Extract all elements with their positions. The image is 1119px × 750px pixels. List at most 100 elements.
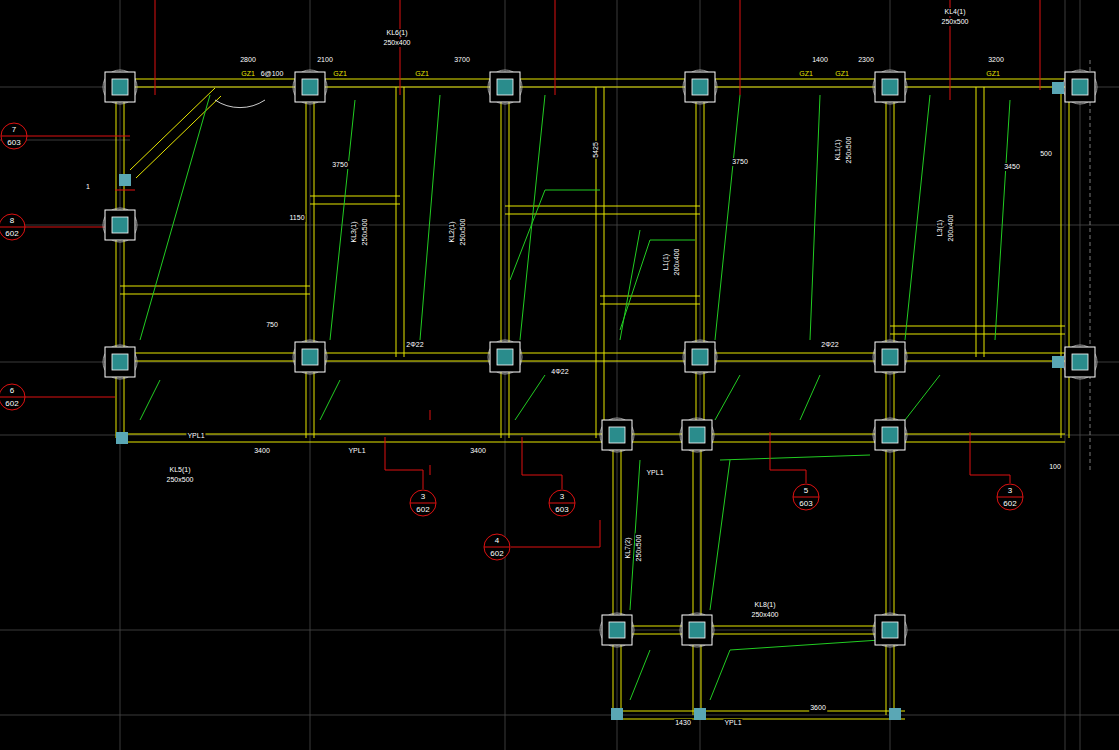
column-outline xyxy=(1065,347,1095,377)
leader-line xyxy=(710,460,730,610)
section-callout: 3602 xyxy=(996,483,1024,511)
cut-leader xyxy=(770,432,771,470)
cut-leader xyxy=(740,0,741,95)
column-ring xyxy=(103,70,137,104)
cut-leader xyxy=(115,190,135,191)
beam-edge xyxy=(509,87,510,438)
sheet-number: 603 xyxy=(0,138,28,147)
column-core xyxy=(882,622,898,638)
column-core xyxy=(497,349,513,365)
leader-line xyxy=(720,455,870,460)
cut-leader xyxy=(522,437,523,475)
cut-leader xyxy=(22,397,115,398)
leader-line xyxy=(545,190,600,191)
cut-leader xyxy=(970,432,971,475)
cut-leader xyxy=(1010,475,1011,483)
column-core xyxy=(302,79,318,95)
beam-edge xyxy=(894,435,895,715)
cut-leader xyxy=(385,470,423,471)
beam-edge xyxy=(306,87,307,438)
column-core xyxy=(302,349,318,365)
cut-leader xyxy=(522,475,562,476)
plan-label: 2Φ22 xyxy=(820,341,839,349)
sheet-number: 602 xyxy=(0,399,26,408)
plan-label: GZ1 xyxy=(332,70,348,78)
section-callout: 3603 xyxy=(548,489,576,517)
axis-line xyxy=(0,87,1119,88)
leader-line xyxy=(420,95,440,340)
plan-label: 3750 xyxy=(731,158,749,166)
axis-line xyxy=(0,715,1119,716)
column-core xyxy=(692,79,708,95)
cut-leader xyxy=(24,136,130,137)
column-ring xyxy=(600,418,634,452)
leader-line xyxy=(520,95,545,340)
cut-leader xyxy=(770,470,806,471)
beam-edge xyxy=(120,87,1080,88)
leader-line xyxy=(515,375,545,420)
plan-label: YPL1 xyxy=(723,719,742,727)
column-outline xyxy=(490,72,520,102)
plan-label: 3450 xyxy=(1003,163,1021,171)
stair-beam xyxy=(136,96,221,178)
leader-line xyxy=(715,95,740,340)
column-outline xyxy=(875,72,905,102)
column-outline xyxy=(295,72,325,102)
callout-number: 4 xyxy=(483,536,511,545)
plan-label: 250x400 xyxy=(751,611,780,619)
callout-number: 6 xyxy=(0,386,26,395)
leader-line xyxy=(995,100,1010,340)
callout-number: 3 xyxy=(548,492,576,501)
beam-edge xyxy=(613,435,614,715)
column-outline xyxy=(105,347,135,377)
plan-label: KL4(1) xyxy=(943,8,966,16)
plan-label: KL3(1) xyxy=(350,220,358,243)
column-core xyxy=(882,427,898,443)
column-core xyxy=(609,427,625,443)
column-outline xyxy=(105,72,135,102)
leader-line xyxy=(140,380,160,420)
column-ring xyxy=(488,70,522,104)
plan-label: 2100 xyxy=(316,56,334,64)
plan-label: 3600 xyxy=(809,704,827,712)
plan-label: KL2(1) xyxy=(448,220,456,243)
plan-label: 1400 xyxy=(811,56,829,64)
axis-line xyxy=(505,0,506,750)
callout-number: 5 xyxy=(792,486,820,495)
column-outline xyxy=(295,342,325,372)
sheet-number: 602 xyxy=(483,549,511,558)
leader-line xyxy=(650,240,695,241)
plan-label: GZ1 xyxy=(834,70,850,78)
cut-leader xyxy=(562,475,563,489)
leader-line xyxy=(620,230,640,340)
column-core xyxy=(689,622,705,638)
sheet-number: 603 xyxy=(792,499,820,508)
leader-line xyxy=(710,650,730,700)
column-ring xyxy=(680,418,714,452)
cut-leader xyxy=(430,410,431,420)
cut-leader xyxy=(430,465,431,475)
plan-label: 3400 xyxy=(253,447,271,455)
plan-label: 250x500 xyxy=(845,136,853,165)
plan-label: KL5(1) xyxy=(168,466,191,474)
column-outline xyxy=(490,342,520,372)
beam-edge xyxy=(693,435,694,715)
column-outline xyxy=(875,420,905,450)
column-ring xyxy=(600,613,634,647)
beam-edge xyxy=(886,87,887,438)
sheet-number: 602 xyxy=(0,229,26,238)
plan-label: GZ1 xyxy=(985,70,1001,78)
gz-column xyxy=(1052,82,1064,94)
leader-line xyxy=(630,650,650,700)
beam-edge xyxy=(124,87,125,438)
column-outline xyxy=(1065,72,1095,102)
plan-label: L3(1) xyxy=(936,219,944,237)
column-ring xyxy=(293,70,327,104)
column-outline xyxy=(685,342,715,372)
column-outline xyxy=(682,615,712,645)
beam-edge xyxy=(120,286,310,287)
sheet-number: 602 xyxy=(409,505,437,514)
leader-line xyxy=(800,375,820,420)
plan-label: GZ1 xyxy=(240,70,256,78)
